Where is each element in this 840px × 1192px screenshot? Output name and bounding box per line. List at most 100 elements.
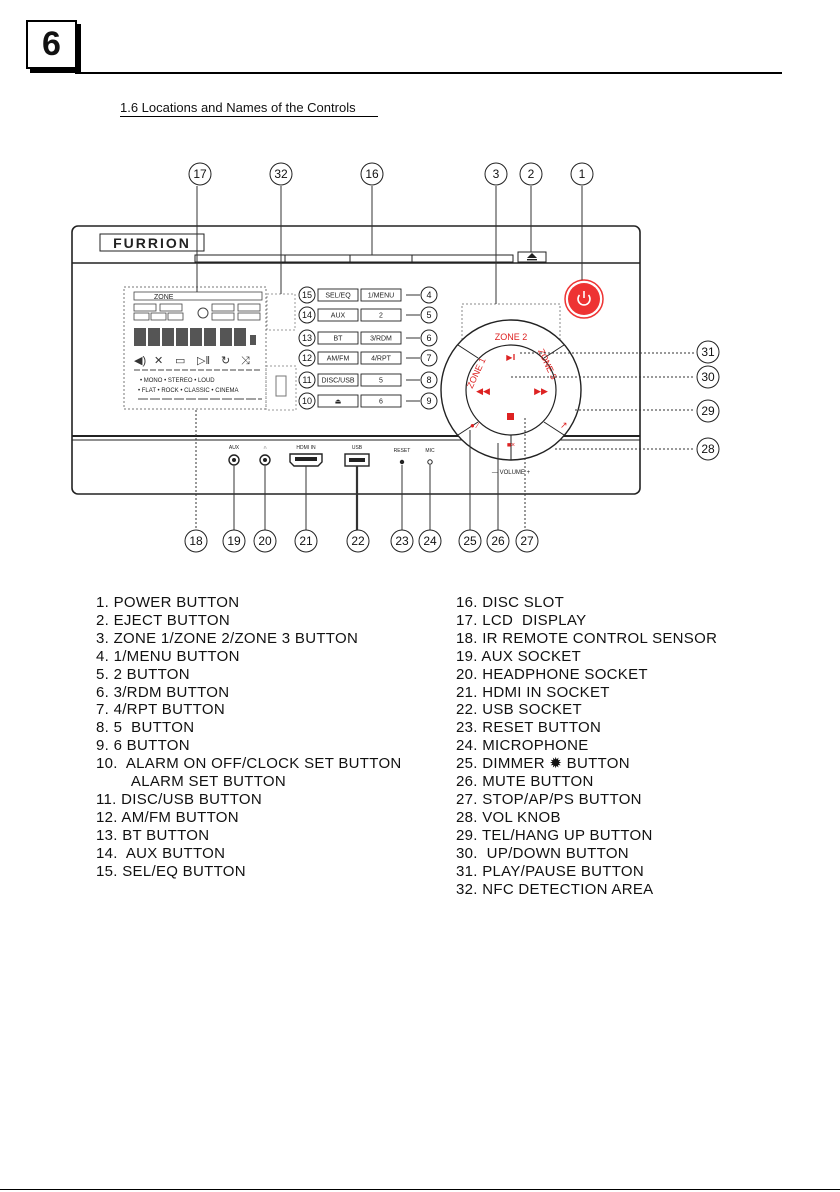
legend-item: 11. DISC/USB BUTTON bbox=[96, 790, 263, 808]
callout-number: 7 bbox=[426, 353, 431, 363]
svg-text:▶▶: ▶▶ bbox=[534, 386, 548, 396]
front-button[interactable] bbox=[317, 288, 359, 302]
callout-marker bbox=[420, 371, 438, 389]
front-button[interactable] bbox=[360, 288, 402, 302]
legend-item: 4. 1/MENU BUTTON bbox=[96, 647, 240, 665]
callout-number: 24 bbox=[423, 534, 437, 548]
svg-text:MIC: MIC bbox=[425, 448, 435, 454]
callout-marker bbox=[484, 162, 508, 186]
legend-item: 29. TEL/HANG UP BUTTON bbox=[456, 826, 653, 844]
callout-number: 28 bbox=[701, 442, 715, 456]
callout-number: 23 bbox=[395, 534, 409, 548]
front-button-label: 4/RPT bbox=[371, 356, 392, 363]
callout-marker bbox=[696, 340, 720, 364]
front-button[interactable] bbox=[360, 373, 402, 387]
callout-marker bbox=[420, 349, 438, 367]
callout-marker bbox=[418, 529, 442, 553]
callout-marker bbox=[360, 162, 384, 186]
callout-marker bbox=[269, 162, 293, 186]
front-button-label: AUX bbox=[331, 313, 346, 320]
svg-text:■×: ■× bbox=[507, 442, 515, 449]
callout-number: 10 bbox=[302, 396, 312, 406]
legend-item: 14. AUX BUTTON bbox=[96, 844, 226, 862]
legend-item: 3. ZONE 1/ZONE 2/ZONE 3 BUTTON bbox=[96, 629, 359, 647]
svg-text:✕: ✕ bbox=[154, 355, 163, 367]
front-button[interactable] bbox=[360, 308, 402, 322]
front-button-label: 6 bbox=[379, 399, 383, 406]
callout-number: 3 bbox=[493, 167, 500, 181]
callout-number: 32 bbox=[274, 167, 288, 181]
front-button[interactable] bbox=[317, 351, 359, 365]
callout-number: 11 bbox=[302, 375, 311, 385]
controls-diagram: FURRION ZONE ◀)✕▭ bbox=[71, 162, 720, 553]
front-button[interactable] bbox=[360, 394, 402, 408]
callout-number: 12 bbox=[302, 353, 312, 363]
callout-marker bbox=[519, 162, 543, 186]
callout-marker bbox=[458, 529, 482, 553]
callout-marker bbox=[515, 529, 539, 553]
front-button-label: SEL/EQ bbox=[325, 293, 351, 300]
callout-number: 6 bbox=[426, 333, 431, 343]
callout-marker bbox=[486, 529, 510, 553]
legend-item: 31. PLAY/PAUSE BUTTON bbox=[456, 862, 645, 880]
callout-number: 4 bbox=[426, 290, 431, 300]
callout-marker bbox=[420, 286, 438, 304]
front-button-label: 1/MENU bbox=[368, 293, 394, 300]
legend-item: 27. STOP/AP/PS BUTTON bbox=[456, 790, 642, 808]
callout-marker bbox=[570, 162, 594, 186]
callout-marker bbox=[294, 529, 318, 553]
svg-text:— VOLUME +: — VOLUME + bbox=[492, 470, 531, 476]
front-button[interactable] bbox=[317, 394, 359, 408]
callout-number: 16 bbox=[365, 167, 379, 181]
front-button[interactable] bbox=[360, 351, 402, 365]
svg-text:∩: ∩ bbox=[263, 445, 267, 451]
svg-text:◀): ◀) bbox=[134, 355, 146, 367]
front-button[interactable] bbox=[360, 331, 402, 345]
front-button[interactable] bbox=[317, 308, 359, 322]
callout-marker bbox=[696, 399, 720, 423]
svg-text:● ∕: ● ∕ bbox=[470, 421, 480, 430]
legend-item: 2. EJECT BUTTON bbox=[96, 611, 230, 629]
callout-number: 17 bbox=[193, 167, 207, 181]
eject-button bbox=[517, 251, 547, 263]
callout-number: 9 bbox=[426, 396, 431, 406]
callout-marker bbox=[420, 329, 438, 347]
legend-item: 19. AUX SOCKET bbox=[456, 647, 582, 665]
callout-marker bbox=[188, 162, 212, 186]
front-button[interactable] bbox=[317, 373, 359, 387]
disc-slot bbox=[194, 254, 514, 263]
svg-text:AUX: AUX bbox=[229, 445, 240, 451]
callout-marker bbox=[696, 365, 720, 389]
callout-marker bbox=[184, 529, 208, 553]
callout-marker bbox=[696, 437, 720, 461]
svg-text:RESET: RESET bbox=[394, 448, 411, 454]
callout-marker bbox=[390, 529, 414, 553]
legend-item: 21. HDMI IN SOCKET bbox=[456, 683, 610, 701]
callout-number: 30 bbox=[701, 370, 715, 384]
legend-item: 15. SEL/EQ BUTTON bbox=[96, 862, 246, 880]
legend-item: ALARM SET BUTTON bbox=[96, 773, 287, 791]
callout-number: 21 bbox=[299, 534, 313, 548]
svg-text:ZONE: ZONE bbox=[154, 294, 174, 301]
legend-item: 8. 5 BUTTON bbox=[96, 719, 195, 737]
front-button-label: DISC/USB bbox=[321, 378, 354, 385]
volume-knob: ZONE 2 ZONE 1 ZONE 3 ▶‖ ◀◀ ▶▶ ● ∕ ↗ ■× —… bbox=[440, 303, 582, 476]
front-button-label: AM/FM bbox=[327, 356, 350, 363]
front-button-label: BT bbox=[334, 336, 344, 343]
callout-number: 8 bbox=[426, 375, 431, 385]
legend-item: 26. MUTE BUTTON bbox=[456, 773, 594, 791]
lcd-display: ZONE ◀)✕▭ ▷‖↻⤨ • MONO • ST bbox=[123, 286, 267, 410]
legend-item: 32. NFC DETECTION AREA bbox=[456, 880, 654, 898]
front-button[interactable] bbox=[317, 331, 359, 345]
callout-marker bbox=[298, 392, 316, 410]
callout-marker bbox=[298, 329, 316, 347]
legend-item: 9. 6 BUTTON bbox=[96, 737, 190, 755]
callout-marker bbox=[298, 349, 316, 367]
callout-number: 13 bbox=[302, 333, 312, 343]
legend-item: 16. DISC SLOT bbox=[456, 594, 565, 611]
front-button-label: ⏏ bbox=[335, 399, 342, 406]
callout-marker bbox=[298, 306, 316, 324]
callout-marker bbox=[253, 529, 277, 553]
brand-logo: FURRION bbox=[113, 235, 191, 251]
